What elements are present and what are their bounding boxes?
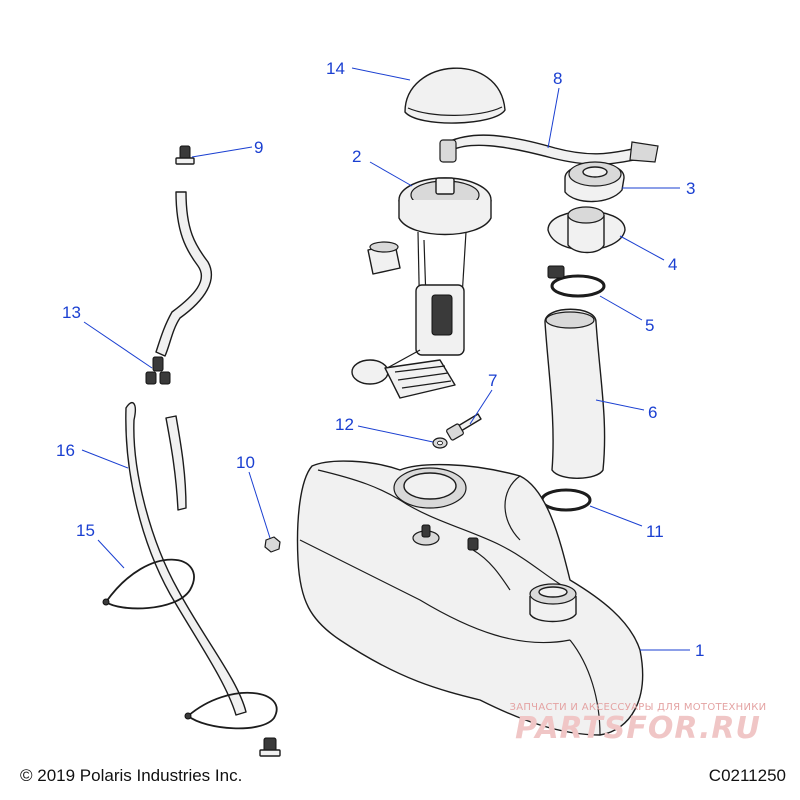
callout-12: 12 — [335, 415, 434, 443]
callout-3: 3 — [622, 179, 695, 198]
callout-label-5: 5 — [645, 316, 654, 335]
callout-label-12: 12 — [335, 415, 354, 434]
part-2-strainer — [367, 241, 401, 275]
part-11-clamp — [540, 488, 592, 512]
callout-label-4: 4 — [668, 255, 677, 274]
callout-label-10: 10 — [236, 453, 255, 472]
part-12-washer — [432, 437, 448, 449]
part-9-check-valve — [175, 145, 195, 165]
part-6-filler-hose — [544, 308, 606, 479]
part-15-strap-upper — [102, 558, 195, 610]
callout-label-2: 2 — [352, 147, 361, 166]
callout-15: 15 — [76, 521, 125, 569]
callout-6: 6 — [595, 399, 657, 422]
part-5-hose-clamp — [547, 265, 606, 298]
callout-label-13: 13 — [62, 303, 81, 322]
callout-10: 10 — [236, 453, 271, 539]
part-15-strap-lower — [184, 691, 278, 730]
callout-label-3: 3 — [686, 179, 695, 198]
part-16-vent-hose — [125, 401, 247, 716]
callout-label-16: 16 — [56, 441, 75, 460]
part-3-fuel-cap — [564, 161, 625, 203]
callout-label-15: 15 — [76, 521, 95, 540]
callout-label-7: 7 — [488, 371, 497, 390]
vent-hose-upper — [155, 191, 213, 357]
callout-label-8: 8 — [553, 69, 562, 88]
callout-1: 1 — [640, 641, 704, 660]
part-2-fuel-pump-module — [351, 177, 492, 399]
callout-9: 9 — [191, 138, 263, 158]
watermark: ЗАПЧАСТИ И АКСЕССУАРЫ ДЛЯ МОТОТЕХНИКИ PA… — [488, 702, 788, 746]
callout-11: 11 — [589, 505, 664, 541]
callout-label-1: 1 — [695, 641, 704, 660]
copyright-notice: © 2019 Polaris Industries Inc. — [20, 766, 243, 785]
watermark-tagline: ЗАПЧАСТИ И АКСЕССУАРЫ ДЛЯ МОТОТЕХНИКИ — [509, 702, 767, 713]
callout-2: 2 — [352, 147, 413, 187]
watermark-logo: PARTSFOR.RU — [515, 711, 761, 746]
callout-label-6: 6 — [648, 403, 657, 422]
part-13-tee-fitting — [145, 356, 171, 385]
callout-14: 14 — [326, 59, 411, 81]
callout-label-11: 11 — [646, 522, 664, 541]
part-7-bolt — [446, 413, 482, 441]
callout-7: 7 — [469, 371, 497, 425]
callout-label-14: 14 — [326, 59, 345, 78]
part-4-filler-neck — [547, 206, 626, 254]
callout-8: 8 — [547, 69, 562, 149]
part-10-nut — [264, 536, 281, 553]
drawing-code: C0211250 — [708, 766, 786, 785]
bottom-check-valve — [259, 737, 281, 757]
part-1-fuel-tank — [296, 460, 644, 736]
callout-label-9: 9 — [254, 138, 263, 157]
callout-16: 16 — [56, 441, 129, 469]
callout-5: 5 — [599, 295, 654, 335]
part-8-vent-tube — [439, 134, 659, 166]
part-14-dome-cover — [404, 67, 506, 124]
callout-4: 4 — [619, 235, 677, 274]
callout-13: 13 — [62, 303, 153, 369]
